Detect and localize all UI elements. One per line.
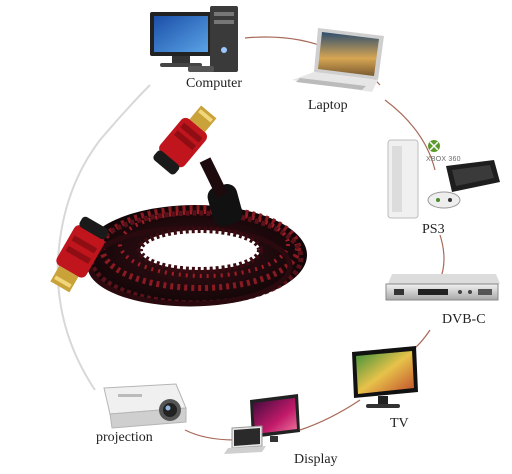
display-label: Display: [294, 452, 338, 467]
connection-ring: [184, 429, 236, 441]
ps3-label: PS3: [422, 222, 445, 237]
connection-ring: [56, 84, 151, 391]
desktop-computer-icon: [150, 6, 238, 72]
dvbc-label: DVB-C: [442, 312, 486, 327]
monitor-icon: [224, 394, 300, 454]
computer-label: Computer: [186, 76, 242, 91]
connection-ring: [299, 399, 361, 431]
laptop-icon: [292, 28, 384, 92]
game-console-icon: [387, 139, 500, 219]
connection-ring: [384, 99, 436, 171]
console-logo: XBOX 360: [426, 156, 461, 163]
set-top-box-icon: [385, 274, 500, 301]
hdmi-cable-icon: [50, 105, 307, 307]
connection-ring: [439, 234, 445, 281]
tv-label: TV: [390, 416, 409, 431]
projector-icon: [103, 383, 187, 429]
laptop-label: Laptop: [308, 98, 348, 113]
flat-tv-icon: [352, 346, 418, 408]
projection-label: projection: [96, 430, 153, 445]
